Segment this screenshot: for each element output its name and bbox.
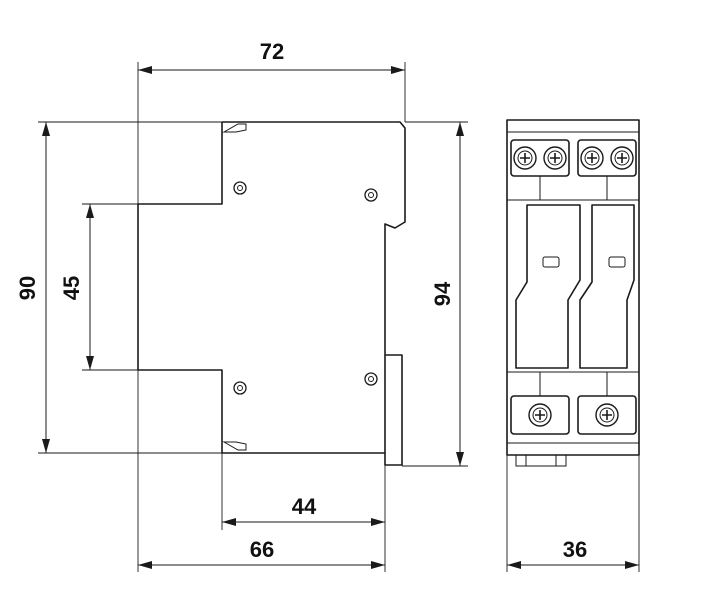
screw-cross: [520, 153, 530, 163]
dimension-label-90: 90: [15, 276, 40, 300]
screw-head: [517, 150, 533, 166]
indicator-left: [542, 256, 560, 268]
hole-bottom-left-inner: [237, 385, 243, 391]
module-right: [579, 204, 635, 369]
front-view-outline: [506, 119, 640, 456]
terminal-screws: [513, 146, 634, 427]
side-view-outline: [137, 121, 406, 466]
screw-head: [584, 150, 600, 166]
hole-bottom-right: [364, 372, 378, 386]
dimension-label-94: 94: [430, 281, 455, 306]
terminal-block-bottom-right: [577, 395, 637, 435]
screw-cross: [535, 410, 545, 420]
hole-top-left: [233, 181, 247, 195]
dimension-66: 66: [137, 370, 385, 572]
hole-bottom-right-inner: [368, 376, 374, 382]
hole-top-right: [364, 188, 378, 202]
hole-top-right-inner: [368, 192, 374, 198]
screw-head: [532, 407, 548, 423]
bottom-clip: [222, 441, 247, 451]
side-view: [137, 121, 406, 466]
hole-bottom-left: [233, 381, 247, 395]
dimension-36: 36: [506, 455, 640, 572]
dimension-44: 44: [221, 453, 386, 572]
screw-cross: [602, 410, 612, 420]
front-view: [506, 119, 640, 467]
din-foot: [515, 454, 567, 467]
terminal-block-bottom-left: [510, 395, 570, 435]
dimension-label-36: 36: [563, 537, 587, 562]
hole-top-left-inner: [237, 185, 243, 191]
dimension-label-72: 72: [260, 39, 284, 64]
dimension-72: 72: [137, 39, 406, 204]
screw-head: [547, 150, 563, 166]
screw-cross: [617, 153, 627, 163]
dimension-label-44: 44: [292, 494, 317, 519]
screw-cross: [587, 153, 597, 163]
dimension-45: 45: [59, 203, 138, 371]
screw-cross: [550, 153, 560, 163]
top-clip: [222, 123, 247, 133]
dimension-94: 94: [402, 121, 468, 467]
dimension-label-45: 45: [59, 276, 84, 300]
indicator-right: [608, 256, 626, 268]
screw-head: [599, 407, 615, 423]
module-left: [515, 204, 581, 369]
dimension-label-66: 66: [250, 537, 274, 562]
dimension-90: 90: [15, 121, 222, 454]
screw-head: [614, 150, 630, 166]
